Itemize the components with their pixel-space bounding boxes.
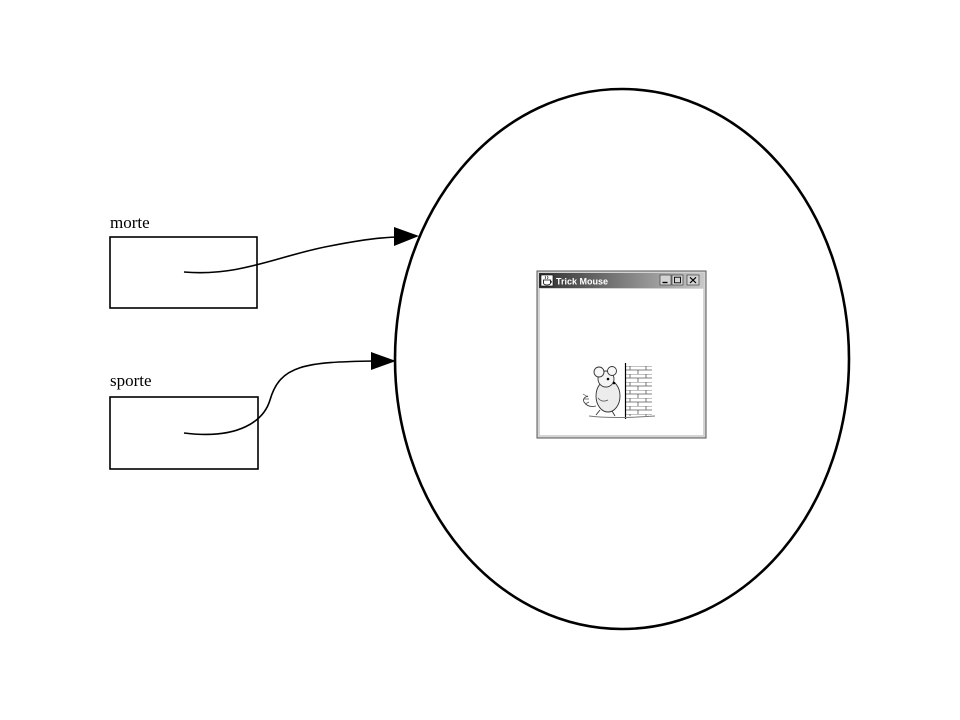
arrowhead-sporte [371,352,396,370]
trick-mouse-window: Trick Mouse [536,270,707,439]
maximize-icon [674,276,681,284]
reference-arrow-morte [183,236,401,274]
mouse-behind-wall-image [582,363,656,419]
java-cup-icon [540,274,554,287]
close-icon [689,276,697,284]
window-title: Trick Mouse [556,277,608,287]
arrowhead-morte [394,227,419,246]
mouse-figure [582,366,621,417]
variable-box-morte [109,236,258,309]
close-button[interactable] [686,274,700,286]
reference-arrow-sporte [183,360,376,436]
minimize-button[interactable] [659,274,672,286]
maximize-button[interactable] [671,274,684,286]
window-content [540,289,703,435]
brick-wall [626,366,652,416]
variable-label-sporte: sporte [110,371,152,390]
variable-label-morte: morte [110,213,150,232]
object-oval [393,87,851,631]
